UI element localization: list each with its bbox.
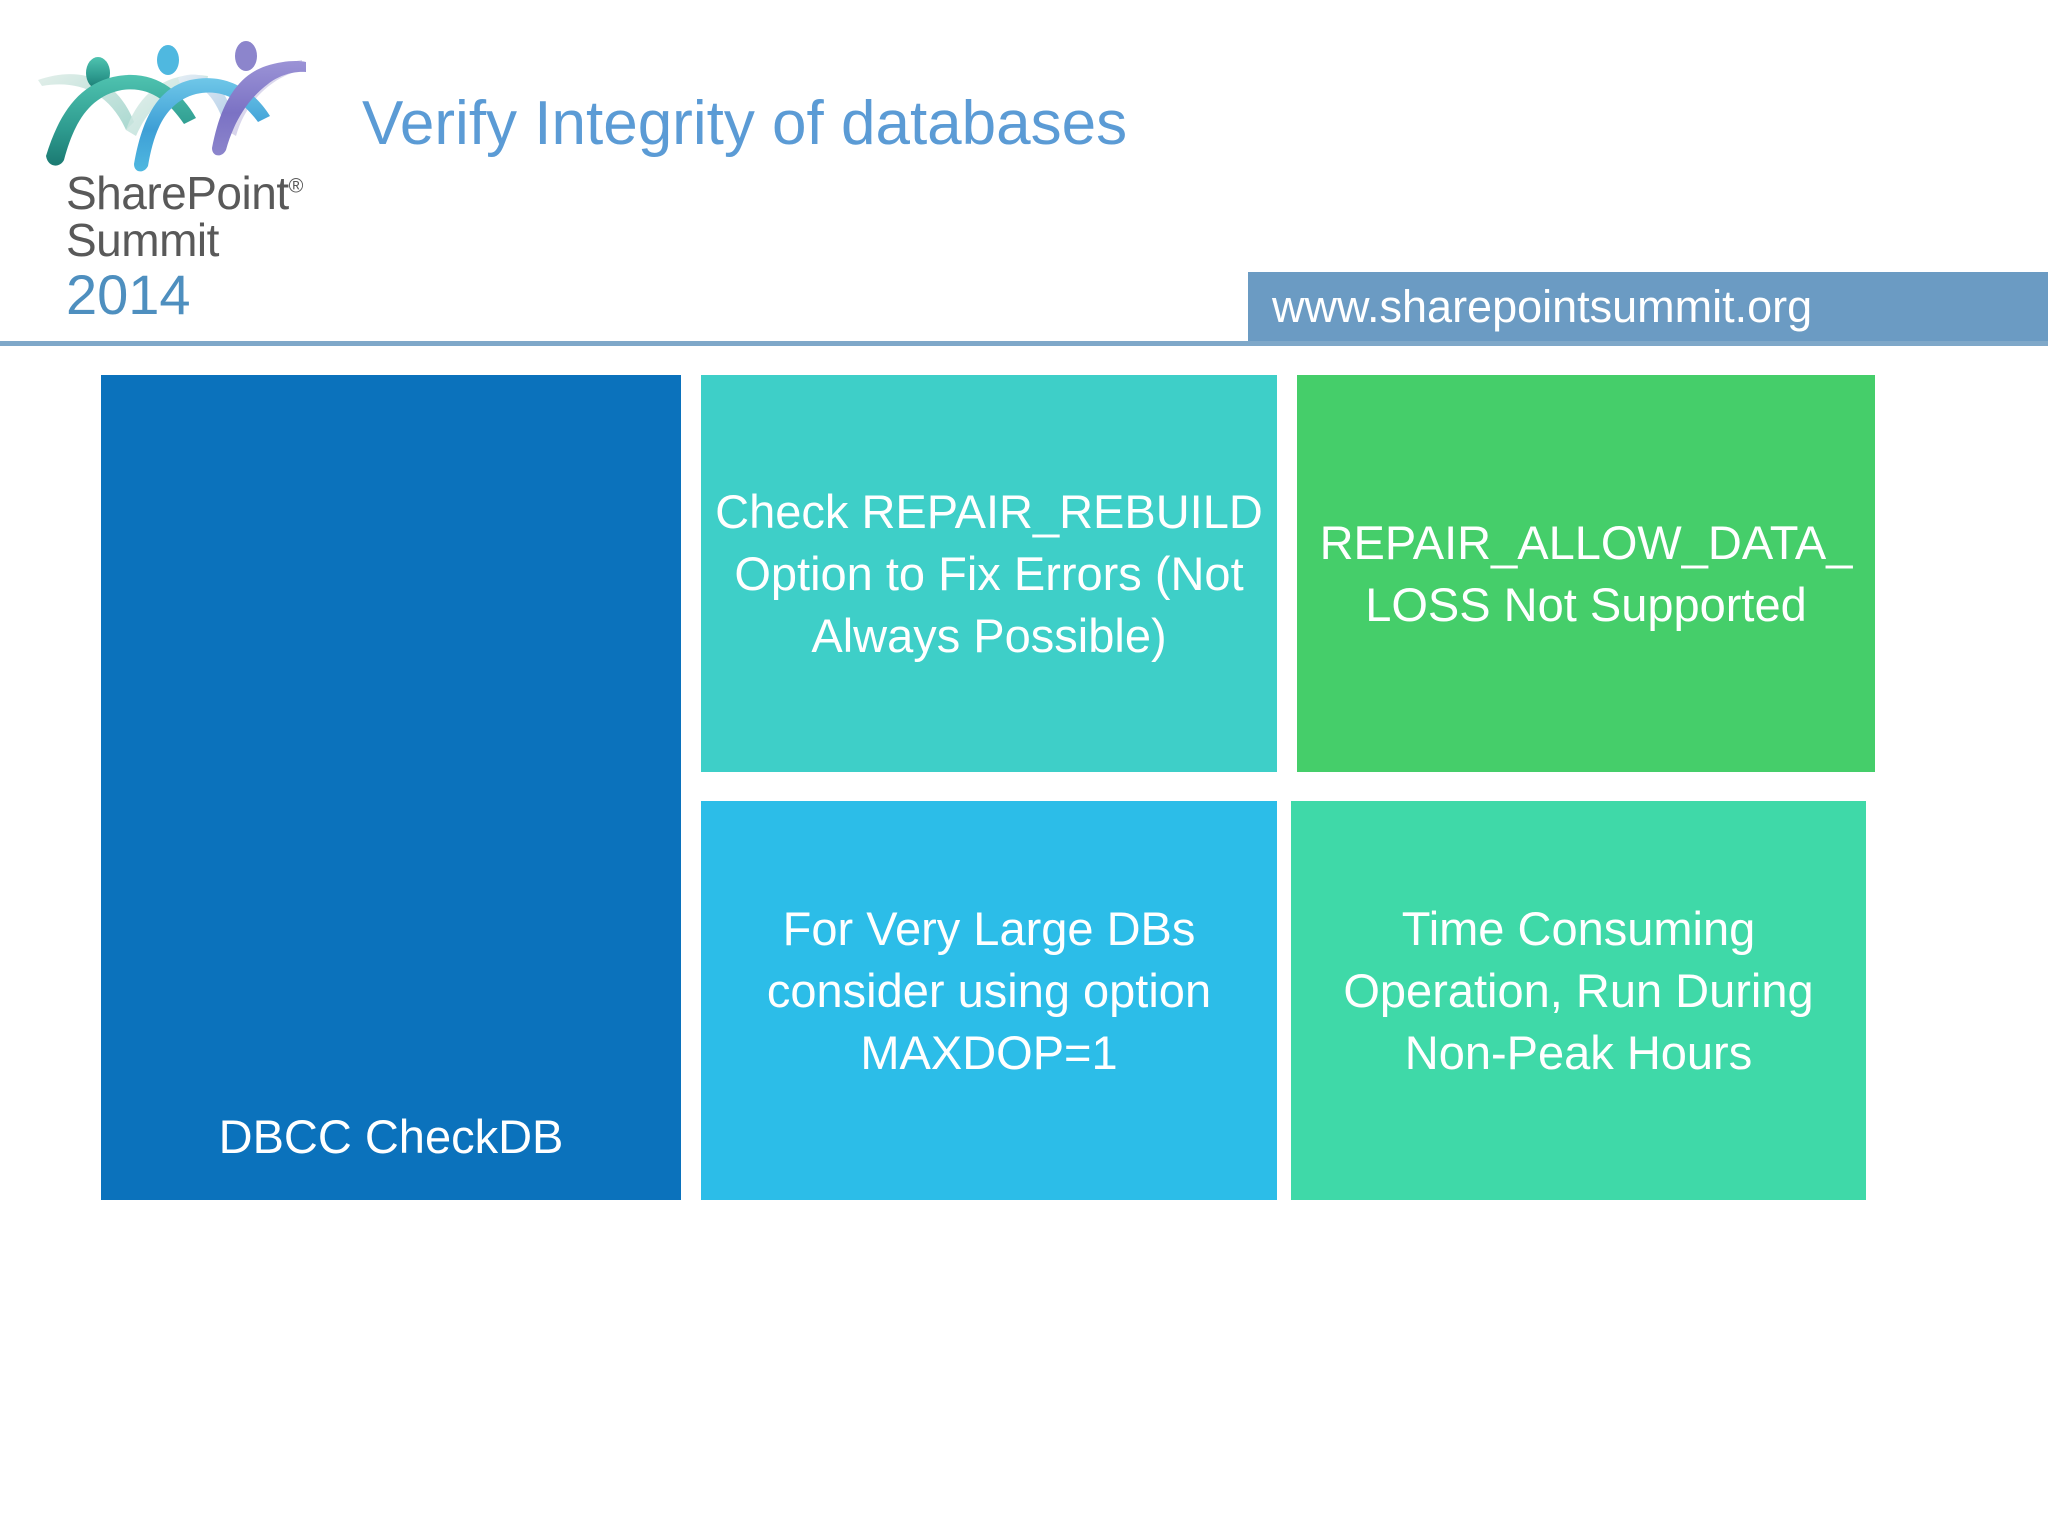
tile-repair-allow-data-loss[interactable]: REPAIR_ALLOW_DATA_ LOSS Not Supported [1297,375,1875,772]
tile-repair-rebuild[interactable]: Check REPAIR_REBUILD Option to Fix Error… [701,375,1277,772]
slide-header: SharePoint® Summit 2014 Verify Integrity… [0,0,2048,346]
three-figures-logo-icon [30,18,310,173]
tile-dbcc-checkdb[interactable]: DBCC CheckDB [101,375,681,1200]
tile-time-consuming-label: Time Consuming Operation, Run During Non… [1343,901,1814,1079]
sharepoint-summit-logo: SharePoint® Summit 2014 [30,18,320,324]
tile-maxdop-label: For Very Large DBs consider using option… [766,901,1212,1079]
tile-maxdop[interactable]: For Very Large DBs consider using option… [701,801,1277,1200]
logo-line-sharepoint: SharePoint® [66,170,316,216]
page-title: Verify Integrity of databases [362,89,1128,158]
tile-repair-rebuild-label: Check REPAIR_REBUILD Option to Fix Error… [715,484,1263,662]
url-banner-text: www.sharepointsummit.org [1272,281,1813,332]
tile-repair-allow-data-loss-label: REPAIR_ALLOW_DATA_ LOSS Not Supported [1319,515,1853,631]
registered-mark-icon: ® [288,175,304,198]
tile-time-consuming[interactable]: Time Consuming Operation, Run During Non… [1291,801,1866,1200]
tile-dbcc-checkdb-label: DBCC CheckDB [218,1110,564,1163]
logo-line-summit: Summit [66,214,219,266]
header-divider-rule [0,341,2048,346]
url-banner[interactable]: www.sharepointsummit.org [1248,272,2048,342]
logo-wordmark: SharePoint® Summit 2014 [66,170,316,324]
logo-year: 2014 [66,263,191,326]
logo-sharepoint-text: SharePoint [66,167,289,219]
